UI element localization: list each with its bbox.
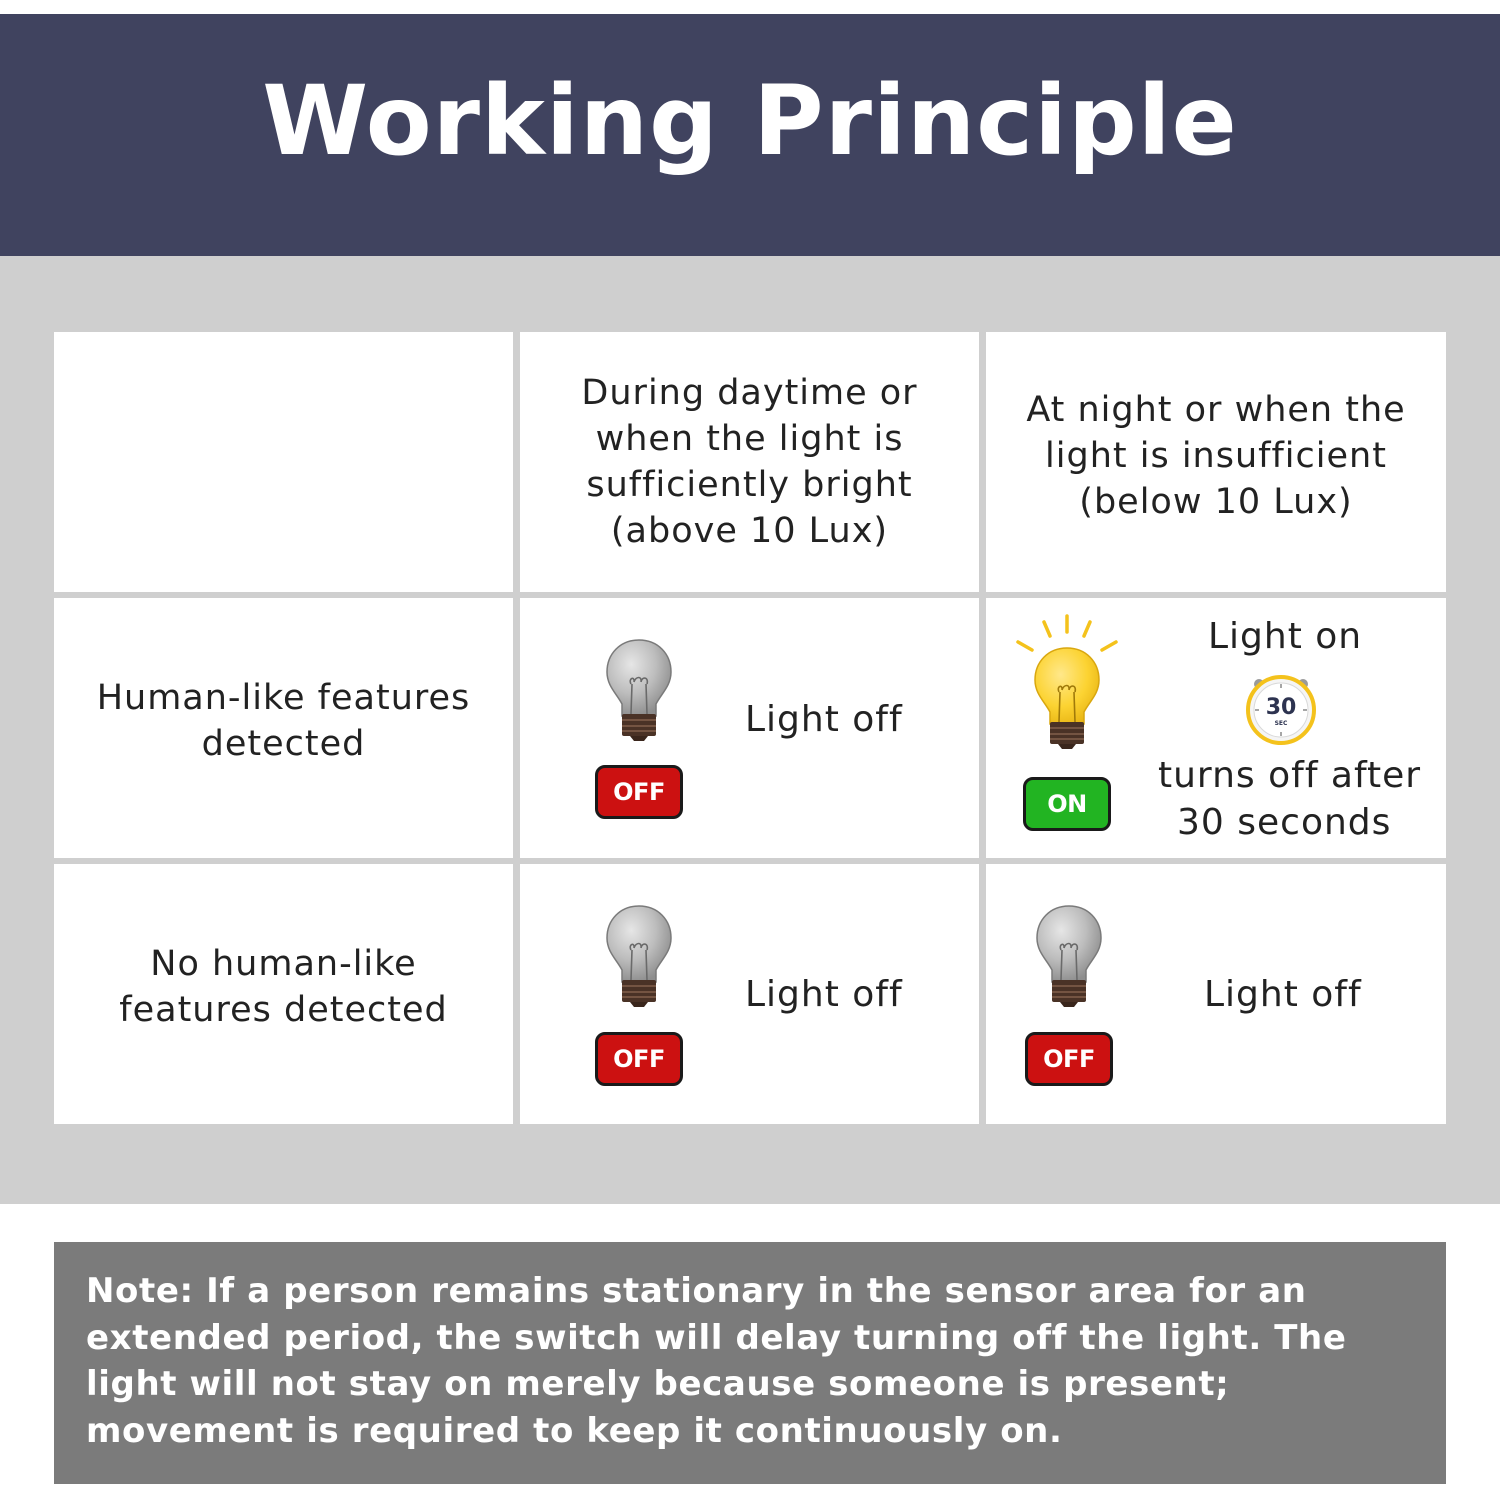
off-badge: OFF bbox=[595, 765, 683, 819]
off-badge: OFF bbox=[1025, 1032, 1113, 1086]
row-label-human: Human-like features detected bbox=[96, 678, 471, 764]
off-badge: OFF bbox=[595, 1032, 683, 1086]
light-bulb-on-icon bbox=[1016, 614, 1118, 749]
light-bulb-off-icon bbox=[606, 639, 672, 741]
status-light-off: Light off bbox=[745, 699, 903, 740]
header-cell-daytime: During daytime or when the light is suff… bbox=[520, 332, 979, 592]
cell-no-human-night: OFF Light off bbox=[986, 864, 1446, 1124]
header-daytime-text: During daytime or when the light is suff… bbox=[581, 373, 918, 551]
status-thirty-seconds: 30 seconds bbox=[1177, 802, 1392, 843]
status-light-off: Light off bbox=[745, 974, 903, 1015]
header-banner: Working Principle bbox=[0, 14, 1500, 256]
stopwatch-icon: 30 SEC bbox=[1246, 675, 1316, 745]
row-label-no-human: No human-like features detected bbox=[119, 944, 448, 1030]
status-turns-off-after: turns off after bbox=[1158, 755, 1422, 796]
cell-human-day: OFF Light off bbox=[520, 598, 979, 858]
note-text: Note: If a person remains stationary in … bbox=[86, 1271, 1347, 1451]
header-night-text: At night or when the light is insufficie… bbox=[1026, 390, 1406, 522]
light-bulb-off-icon bbox=[1036, 905, 1102, 1007]
on-badge: ON bbox=[1023, 777, 1111, 831]
timer-unit: SEC bbox=[1275, 720, 1288, 727]
light-bulb-off-icon bbox=[606, 905, 672, 1007]
cell-human-night: ON Light on 30 SEC turns off after 30 se… bbox=[986, 598, 1446, 858]
page-title: Working Principle bbox=[262, 65, 1238, 177]
status-light-on: Light on bbox=[1208, 616, 1363, 657]
note-box: Note: If a person remains stationary in … bbox=[54, 1242, 1446, 1484]
header-cell-night: At night or when the light is insufficie… bbox=[986, 332, 1446, 592]
row-label-cell-no-human: No human-like features detected bbox=[54, 864, 513, 1124]
header-cell-empty bbox=[54, 332, 513, 592]
timer-value: 30 bbox=[1266, 695, 1297, 720]
row-label-cell-human: Human-like features detected bbox=[54, 598, 513, 858]
status-light-off: Light off bbox=[1204, 974, 1362, 1015]
cell-no-human-day: OFF Light off bbox=[520, 864, 979, 1124]
